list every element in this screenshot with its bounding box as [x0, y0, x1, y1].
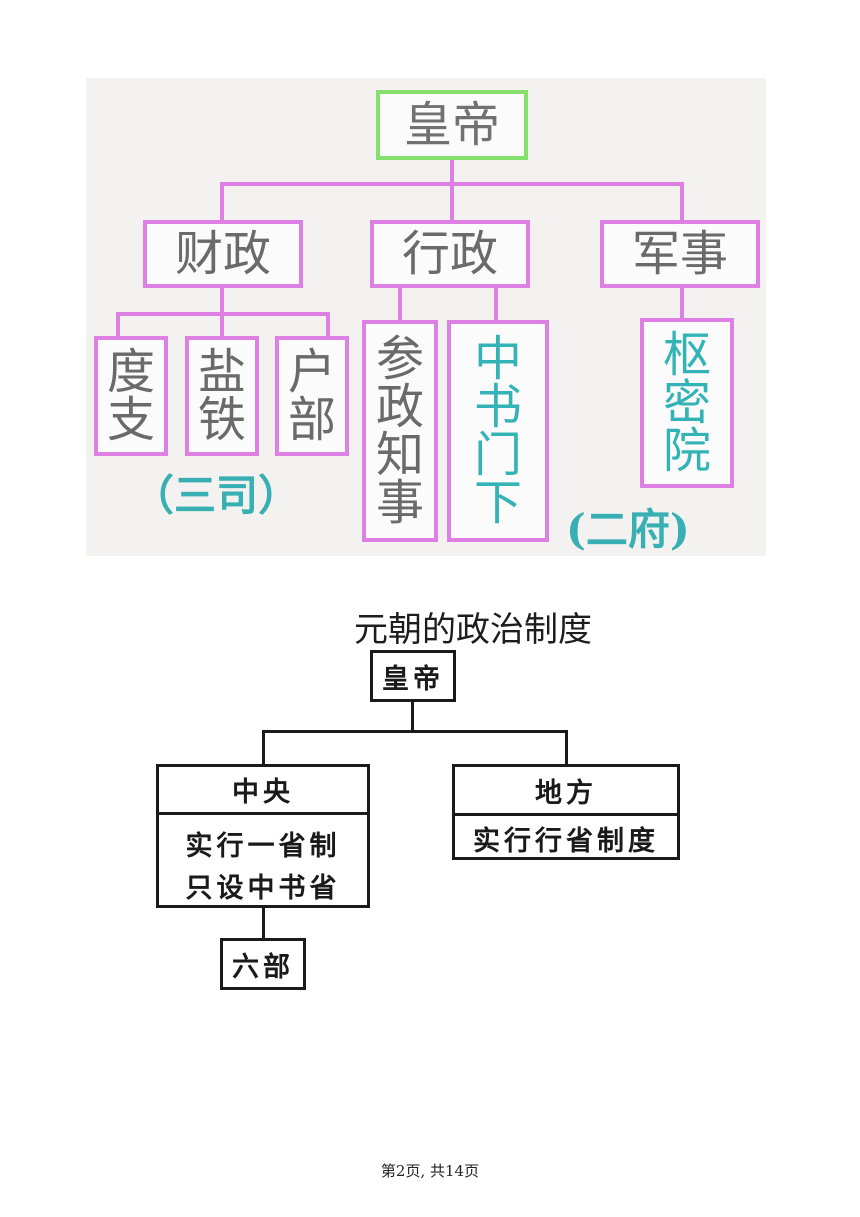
canzheng-char: 事 [375, 475, 424, 531]
connector [450, 158, 454, 186]
local-header-label: 地方 [535, 777, 597, 809]
song-emperor-label: 皇帝 [403, 97, 500, 153]
zhongshu-char: 中 [473, 331, 522, 387]
duzhi-char: 度 [106, 344, 155, 400]
zhongshu-char: 门 [473, 427, 522, 483]
hubu-box: 户 部 [275, 336, 349, 456]
shumiyuan-box: 枢 密 院 [640, 318, 734, 488]
connector [680, 286, 684, 320]
connector [565, 730, 568, 766]
connector [220, 286, 224, 314]
yuan-government-chart: 元朝的政治制度 皇帝 中央 实行一省制 只设中书省 地方 实行行省制度 六部 [86, 564, 776, 990]
zhongshu-char: 下 [473, 475, 522, 531]
local-line: 实行行省制度 [455, 816, 677, 860]
admin-box: 行政 [370, 220, 530, 288]
shumiyuan-char: 院 [662, 423, 711, 479]
three-si-label: （三司） [132, 471, 301, 520]
hubu-char: 户 [287, 344, 336, 400]
connector [398, 286, 402, 322]
canzheng-box: 参 政 知 事 [362, 320, 438, 542]
central-line-2: 只设中书省 [185, 872, 341, 904]
connector [326, 312, 330, 338]
yantie-char: 盐 [197, 344, 246, 400]
connector [411, 702, 414, 732]
yantie-char: 铁 [197, 392, 246, 448]
duzhi-char: 支 [106, 392, 155, 448]
connector [220, 182, 224, 222]
central-line-1: 实行一省制 [185, 830, 341, 862]
yuan-emperor-label: 皇帝 [382, 663, 444, 695]
page-footer: 第2页, 共14页 [380, 1162, 480, 1180]
shumiyuan-char: 密 [662, 375, 711, 431]
duzhi-box: 度 支 [94, 336, 168, 456]
canzheng-char: 知 [375, 427, 424, 483]
connector [262, 906, 265, 940]
local-line-label: 实行行省制度 [473, 825, 659, 857]
shumiyuan-char: 枢 [662, 327, 711, 383]
yuan-emperor-box: 皇帝 [370, 650, 456, 702]
song-government-chart: 皇帝 财政 行政 军事 度 支 盐 铁 户 部 （三司） 参 政 知 事 中 书… [86, 78, 766, 556]
song-emperor-box: 皇帝 [376, 90, 528, 160]
central-header-label: 中央 [232, 777, 294, 808]
yuan-chart-title: 元朝的政治制度 [354, 610, 592, 650]
connector [262, 730, 568, 733]
canzheng-char: 政 [375, 379, 424, 435]
central-box: 中央 实行一省制 只设中书省 [156, 764, 370, 908]
admin-label: 行政 [401, 226, 498, 282]
central-line: 实行一省制 [159, 821, 367, 865]
zhongshu-char: 书 [473, 379, 522, 435]
military-box: 军事 [600, 220, 760, 288]
connector [494, 286, 498, 322]
central-header: 中央 [159, 767, 367, 815]
connector [450, 182, 454, 222]
connector [680, 182, 684, 222]
military-label: 军事 [631, 226, 728, 282]
hubu-char: 部 [287, 392, 336, 448]
six-ministries-box: 六部 [220, 938, 306, 990]
connector [262, 730, 265, 766]
finance-label: 财政 [174, 226, 271, 282]
six-ministries-label: 六部 [232, 951, 294, 983]
connector [116, 312, 120, 338]
local-box: 地方 实行行省制度 [452, 764, 680, 860]
yantie-box: 盐 铁 [185, 336, 259, 456]
two-fu-label: (二府) [566, 505, 690, 554]
local-header: 地方 [455, 767, 677, 816]
central-line: 只设中书省 [159, 865, 367, 905]
zhongshu-box: 中 书 门 下 [447, 320, 549, 542]
canzheng-char: 参 [375, 331, 424, 387]
finance-box: 财政 [143, 220, 303, 288]
connector [220, 312, 224, 338]
